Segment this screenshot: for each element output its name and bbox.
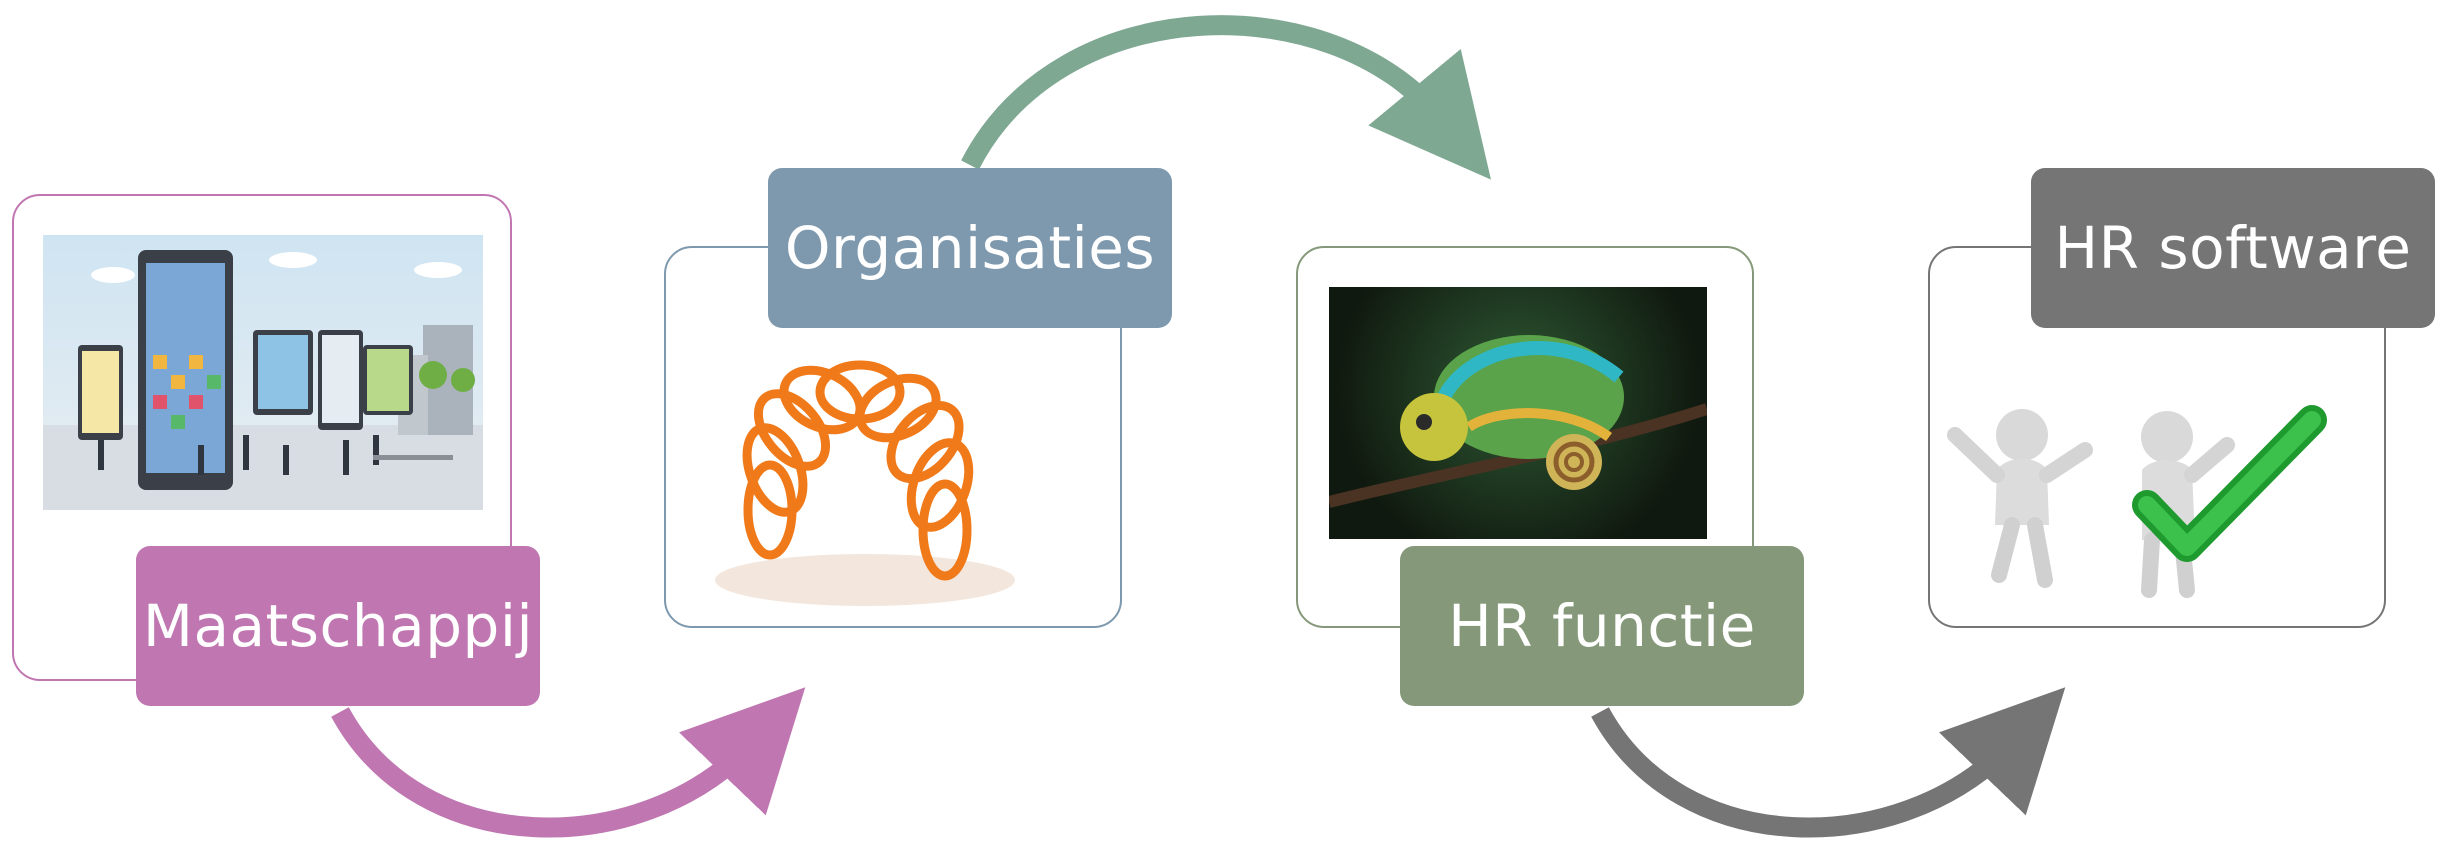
chameleon-photo [1329,287,1707,539]
arrow-hr-functie-to-hr-software [1591,687,2066,838]
step-label-organisaties: Organisaties [768,168,1172,328]
step-label-hr-functie: HR functie [1400,546,1804,706]
step-label-maatschappij: Maatschappij [136,546,540,706]
step-label-hr-software: HR software [2031,168,2435,328]
step-label-text: Organisaties [784,214,1156,282]
step-label-text: Maatschappij [142,592,534,660]
figures-checkmark-illustration [1937,375,2337,615]
city-tablets-illustration [43,235,483,510]
arrow-maatschappij-to-organisaties [331,687,806,838]
step-label-text: HR functie [1448,592,1756,660]
orange-spring-photo [700,330,1030,615]
step-label-text: HR software [2054,214,2412,282]
arrow-organisaties-to-hr-functie [961,15,1492,180]
